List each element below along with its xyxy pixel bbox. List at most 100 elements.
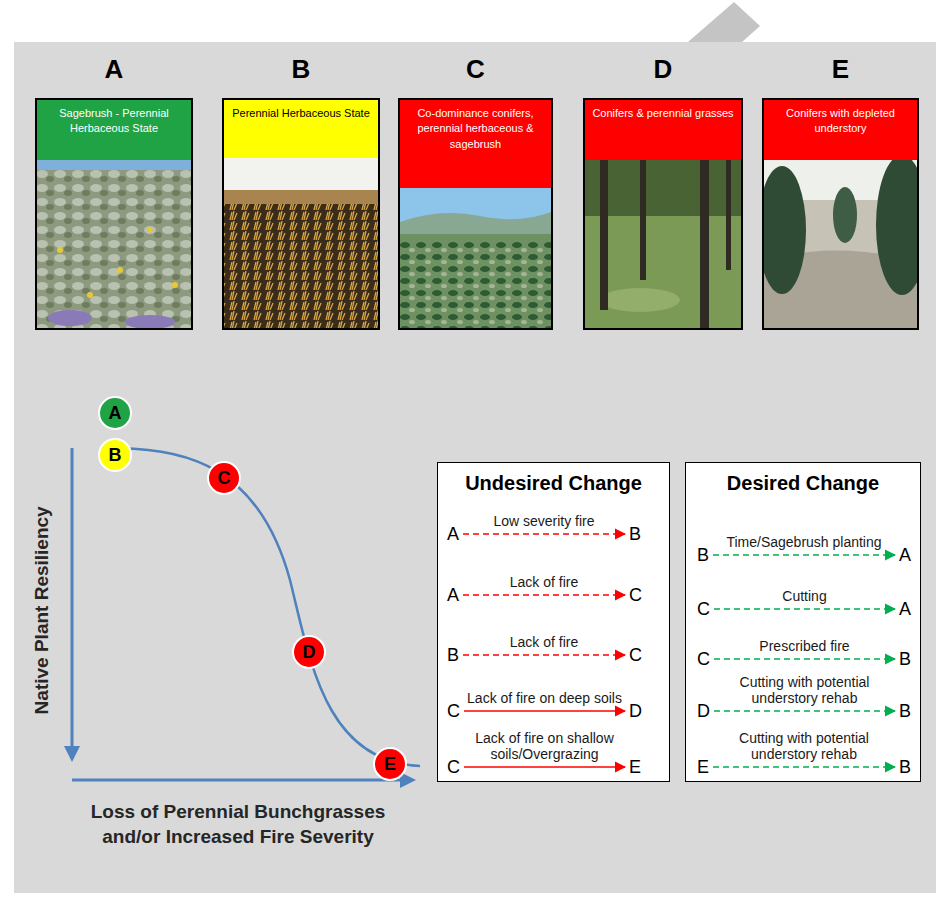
state-letter: A <box>898 544 912 566</box>
photo-sagebrush <box>172 282 178 288</box>
state-letter: A <box>899 598 911 620</box>
state-header-band: Conifers with depleted understory <box>764 100 917 160</box>
state-letter: A <box>109 403 122 423</box>
transition-label: Low severity fire <box>460 513 628 529</box>
resiliency-curve <box>100 448 420 766</box>
state-title: Co-dominance conifers, perennial herbace… <box>406 106 545 152</box>
state-letter: B <box>224 54 378 84</box>
state-letter: C <box>628 644 643 666</box>
state-title: Sagebrush - Perennial Herbaceous State <box>43 106 185 137</box>
state-letter: C <box>697 648 710 670</box>
transition-label: Cutting with potential understory rehab <box>720 730 888 762</box>
transition-label: Lack of fire <box>460 574 628 590</box>
state-letter: A <box>447 523 459 545</box>
transition-arrow <box>463 654 625 656</box>
photo-sagebrush <box>37 100 191 328</box>
state-title: Conifers & perennial grasses <box>591 106 735 121</box>
state-letter: B <box>898 648 912 670</box>
state-letter: D <box>585 54 741 84</box>
state-letter: B <box>899 700 911 722</box>
resiliency-curve <box>72 779 402 782</box>
transition-arrow <box>464 710 625 712</box>
state-letter: C <box>447 756 460 778</box>
state-letter: D <box>629 700 642 722</box>
transition-label: Lack of fire <box>460 634 628 650</box>
state-letter: B <box>629 523 641 545</box>
photo-sagebrush <box>48 310 92 326</box>
state-title: Conifers with depleted understory <box>770 106 911 137</box>
photo-conifer-forest <box>726 160 731 270</box>
transition-arrow <box>463 533 625 535</box>
state-letter: B <box>109 445 122 465</box>
photo-conifer-forest <box>600 160 608 310</box>
photo-grassland <box>224 190 378 204</box>
state-letter: B <box>628 523 642 545</box>
photo-grassland <box>224 156 378 190</box>
photo-sagebrush <box>57 247 63 253</box>
state-letter: C <box>447 700 460 722</box>
transition-label: Time/Sagebrush planting <box>720 534 888 550</box>
state-letter: C <box>446 700 461 722</box>
axis-label: Native Plant Resiliency <box>30 460 55 760</box>
state-letter: A <box>446 584 460 606</box>
photo-sagebrush <box>37 100 191 328</box>
state-letter: C <box>696 598 711 620</box>
transition-arrow <box>713 554 895 556</box>
photo-depleted-understory <box>833 187 857 243</box>
state-letter: B <box>898 700 912 722</box>
state-marker: D <box>292 635 326 669</box>
state-marker: A <box>98 396 132 430</box>
state-letter: C <box>446 756 461 778</box>
state-title: Perennial Herbaceous State <box>230 106 372 121</box>
state-letter: D <box>303 642 316 662</box>
resiliency-curve <box>64 448 420 788</box>
legend-panel <box>437 462 921 782</box>
state-letter: B <box>696 544 710 566</box>
state-header-band: Co-dominance conifers, perennial herbace… <box>400 100 551 188</box>
transition-label: Lack of fire on shallow soils/Overgrazin… <box>461 730 629 762</box>
state-letter: B <box>898 756 912 778</box>
legend-panel <box>685 462 921 782</box>
state-letter: A <box>899 544 911 566</box>
state-letter: E <box>384 754 396 774</box>
state-letter: C <box>696 648 711 670</box>
state-card: EConifers with depleted understory <box>762 98 919 330</box>
state-letter: E <box>628 756 642 778</box>
photo-woodland-edge <box>400 100 551 328</box>
state-card: ASagebrush - Perennial Herbaceous State <box>35 98 193 330</box>
transition-arrow <box>714 710 895 712</box>
background-panel <box>14 2 936 893</box>
state-letter: B <box>899 648 911 670</box>
transition-label: Prescribed fire <box>721 638 889 654</box>
transition-arrow <box>714 608 895 610</box>
state-letter: A <box>447 584 459 606</box>
state-letter: D <box>628 700 643 722</box>
legend-panel <box>437 462 670 782</box>
photo-depleted-understory <box>764 100 917 328</box>
state-card: CCo-dominance conifers, perennial herbac… <box>398 98 553 330</box>
state-letter: B <box>899 756 911 778</box>
state-letter: A <box>898 598 912 620</box>
state-letter: D <box>696 700 711 722</box>
photo-sagebrush <box>148 228 153 233</box>
state-header-band: Conifers & perennial grasses <box>585 100 741 160</box>
legend-heading: Desired Change <box>686 471 920 495</box>
photo-conifer-forest <box>700 160 709 328</box>
state-letter: D <box>697 700 710 722</box>
state-marker: C <box>207 461 241 495</box>
photo-woodland-edge <box>400 100 551 328</box>
state-letter: C <box>629 644 642 666</box>
transition-arrow <box>714 658 895 660</box>
photo-grassland <box>224 100 378 328</box>
state-letter: B <box>447 644 459 666</box>
photo-conifer-forest <box>585 100 741 328</box>
transition-arrow <box>713 766 895 768</box>
photo-conifer-forest <box>640 160 646 280</box>
state-header-band: Sagebrush - Perennial Herbaceous State <box>37 100 191 160</box>
state-letter: C <box>400 54 551 84</box>
photo-woodland-edge <box>400 212 551 236</box>
photo-conifer-forest <box>600 288 680 312</box>
photo-depleted-understory <box>876 155 917 295</box>
state-letter: C <box>697 598 710 620</box>
state-letter: E <box>697 756 709 778</box>
